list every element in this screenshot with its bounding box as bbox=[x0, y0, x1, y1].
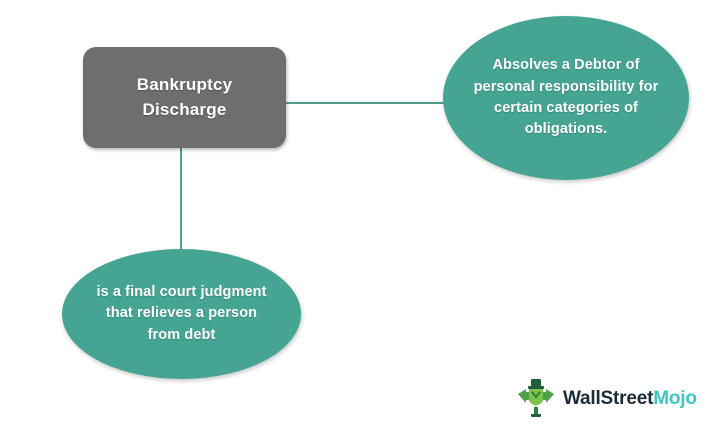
center-node-label: Bankruptcy Discharge bbox=[137, 73, 233, 121]
branch-node-absolves: Absolves a Debtor of personal responsibi… bbox=[443, 16, 689, 180]
center-node-label-line1: Bankruptcy bbox=[136, 75, 233, 95]
wallstreetmojo-bull-logo-icon bbox=[518, 379, 554, 417]
watermark-brand-text: WallStreetMojo bbox=[563, 389, 697, 408]
watermark-brand-first: WallStreet bbox=[563, 387, 654, 409]
branch-node-absolves-label: Absolves a Debtor of personal responsibi… bbox=[473, 57, 659, 138]
branch-node-judgment-label: is a final court judgment that relieves … bbox=[96, 283, 267, 343]
watermark: WallStreetMojo bbox=[516, 377, 697, 419]
center-node-label-line2: Discharge bbox=[142, 99, 227, 119]
connector-center-to-judgment bbox=[180, 146, 182, 264]
center-node-bankruptcy-discharge: Bankruptcy Discharge bbox=[83, 47, 286, 148]
branch-node-judgment: is a final court judgment that relieves … bbox=[62, 249, 301, 379]
connector-center-to-absolves bbox=[284, 102, 448, 104]
watermark-brand-second: Mojo bbox=[653, 387, 697, 409]
